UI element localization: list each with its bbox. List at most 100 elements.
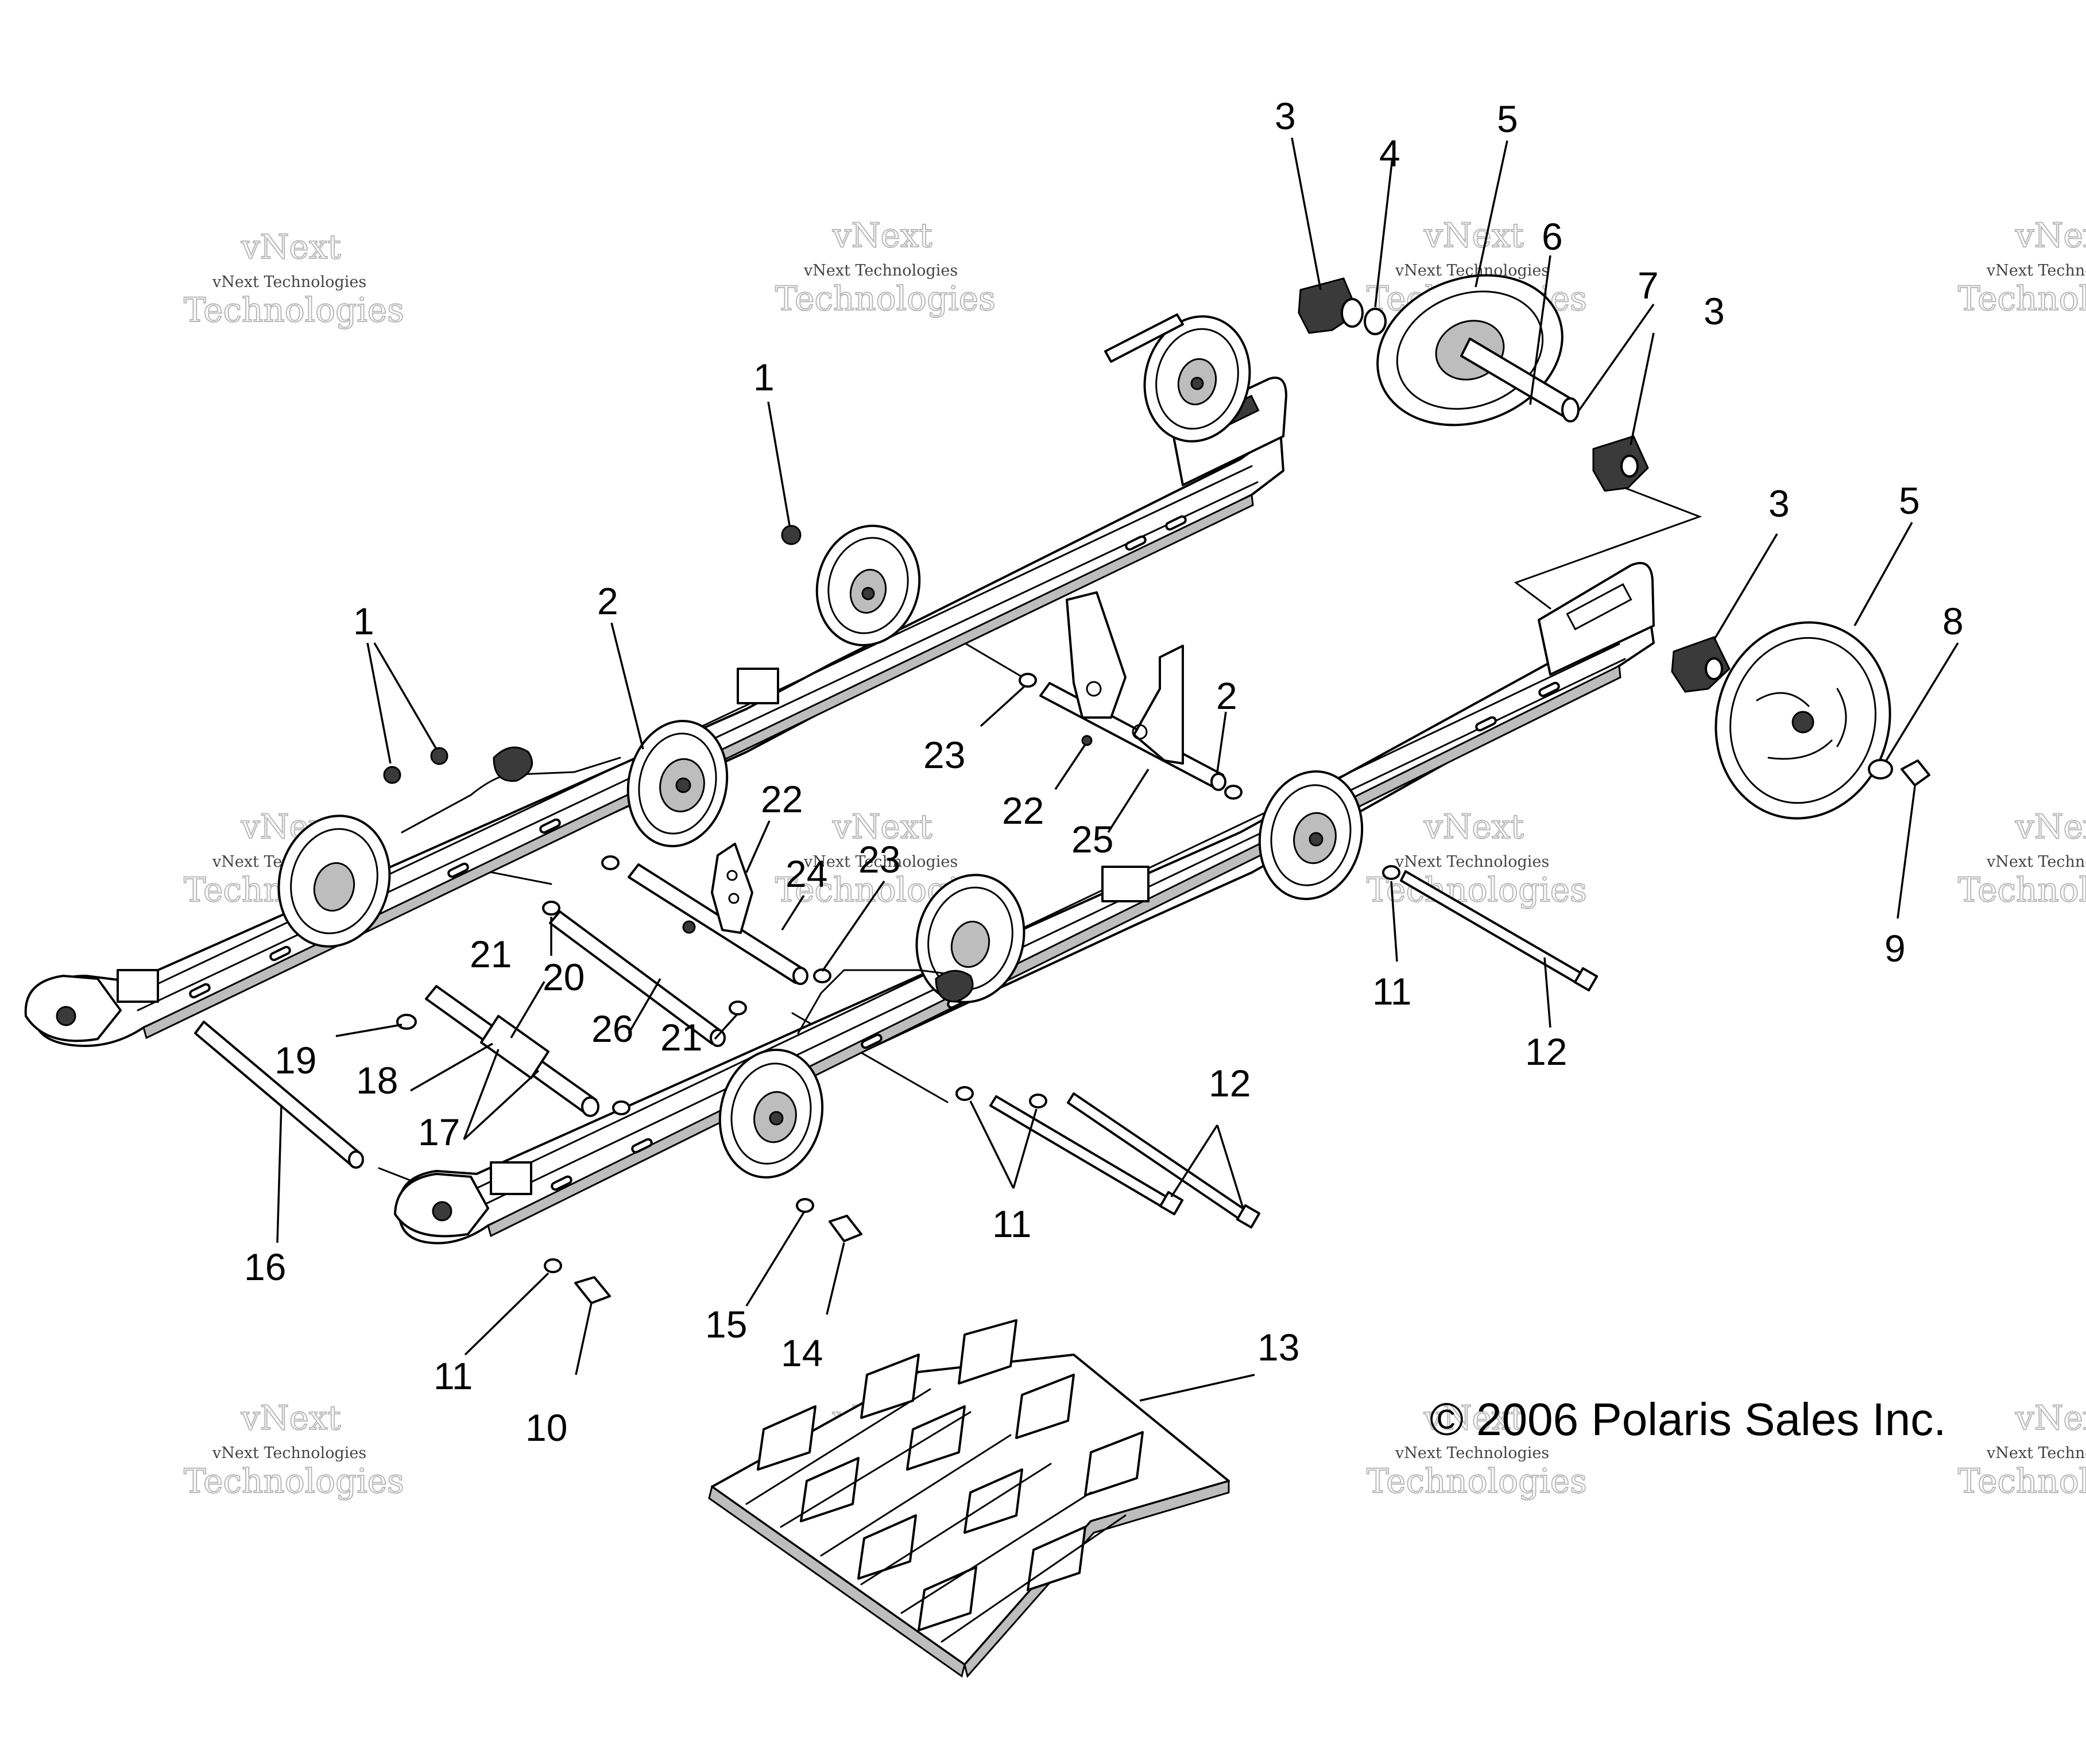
svg-text:vNext Technologies: vNext Technologies — [1986, 262, 2086, 280]
callout-25: 25 — [1071, 818, 1113, 860]
washer-23 — [1019, 673, 1037, 688]
callout-3: 3 — [1275, 95, 1296, 137]
left-rail-assembly — [24, 313, 1287, 1047]
left-rail-tip — [24, 975, 122, 1042]
callout-14: 14 — [781, 1332, 823, 1374]
svg-text:vNext Technologies: vNext Technologies — [1986, 1444, 2086, 1462]
callout-9: 9 — [1884, 927, 1906, 970]
bolt-14 — [829, 1215, 862, 1242]
idler-wheel — [1258, 770, 1364, 901]
washer — [612, 1100, 630, 1115]
left-rear-bracket — [1170, 377, 1287, 486]
adjuster-slot — [1566, 583, 1632, 631]
track-treads — [745, 1388, 1127, 1643]
svg-text:Technologies: Technologies — [1367, 870, 1587, 909]
callout-2: 2 — [1216, 674, 1237, 717]
callout-5: 5 — [1899, 479, 1920, 522]
bearing-cap-bore — [1705, 657, 1723, 680]
washer-11 — [955, 1086, 974, 1101]
callouts: 1 1 2 2 3 3 3 4 5 5 6 7 8 9 10 11 11 11 … — [244, 95, 1964, 1449]
svg-text:Technologies: Technologies — [184, 1461, 404, 1501]
svg-text:Technologies: Technologies — [1958, 1461, 2086, 1501]
callout-11: 11 — [434, 1355, 473, 1397]
washer-8 — [1868, 759, 1893, 780]
pivot-bracket-25 — [1066, 591, 1127, 719]
watermark: vNext Technologies vNext Technologies — [1957, 1398, 2086, 1501]
torsion-spring — [935, 970, 974, 1003]
svg-text:vNext: vNext — [2015, 1398, 2086, 1437]
bolt-10 — [574, 1276, 611, 1304]
watermark: vNext Technologies vNext Technologies — [183, 227, 405, 330]
callout-23: 23 — [858, 838, 900, 881]
rear-axle-components — [1298, 274, 1930, 820]
pivot-brackets — [682, 591, 1184, 934]
callout-17: 17 — [418, 1111, 460, 1153]
shaft-end — [348, 1150, 364, 1169]
callout-3: 3 — [1704, 290, 1725, 332]
idler-wheel — [815, 525, 921, 646]
rail-edge — [475, 643, 1620, 1189]
bolt-head — [1159, 1191, 1184, 1216]
watermark: vNext Technologies vNext Technologies — [1366, 1398, 1588, 1501]
copyright-notice: © 2006 Polaris Sales Inc. — [1430, 1394, 1946, 1445]
idler-wheel — [718, 1048, 824, 1179]
svg-text:vNext: vNext — [241, 1398, 341, 1437]
callout-23: 23 — [923, 734, 965, 776]
bolt-head — [1573, 967, 1599, 992]
watermark: vNext Technologies vNext Technologies — [1366, 807, 1588, 910]
bearing-cap-bore — [1341, 298, 1364, 328]
assembly-line — [1514, 487, 1702, 610]
shafts — [194, 622, 1599, 1229]
callout-2: 2 — [597, 580, 618, 622]
washer — [1224, 785, 1243, 800]
nut-1 — [430, 747, 448, 765]
svg-text:vNext: vNext — [1423, 807, 1524, 846]
washer-11 — [1029, 1094, 1047, 1108]
torsion-arm — [797, 969, 966, 1034]
callout-11: 11 — [1372, 970, 1412, 1013]
track-belt-underside — [708, 1485, 966, 1678]
svg-text:vNext Technologies: vNext Technologies — [212, 1444, 366, 1462]
callout-4: 4 — [1379, 132, 1400, 175]
callout-1: 1 — [353, 600, 374, 642]
pivot-bracket-22 — [711, 843, 753, 934]
callout-8: 8 — [1942, 600, 1964, 642]
callout-20: 20 — [543, 956, 585, 998]
bolt-9 — [1901, 759, 1930, 786]
bearing-cap-bore — [1620, 455, 1639, 478]
rail-block — [1101, 866, 1150, 902]
callout-22: 22 — [1002, 789, 1044, 832]
svg-text:Technologies: Technologies — [1958, 279, 2086, 318]
svg-text:vNext: vNext — [1423, 216, 1524, 255]
ring-4 — [1364, 308, 1387, 335]
svg-text:Technologies: Technologies — [184, 290, 404, 329]
svg-text:vNext: vNext — [1423, 1398, 1524, 1437]
washer-11 — [1382, 865, 1400, 880]
watermark: vNext Technologies vNext Technologies — [1957, 807, 2086, 910]
washer-23 — [813, 968, 831, 983]
washer-21 — [729, 1001, 747, 1015]
watermark: vNext Technologies vNext Technologies — [775, 215, 996, 319]
svg-text:vNext: vNext — [2015, 807, 2086, 846]
callout-10: 10 — [525, 1406, 567, 1449]
callout-7: 7 — [1638, 264, 1659, 307]
watermark: vNext Technologies vNext Technologies — [183, 1398, 405, 1501]
bracket-hole — [1132, 724, 1148, 740]
svg-text:vNext Technologies: vNext Technologies — [803, 262, 958, 280]
nut-1 — [781, 525, 802, 545]
nut-1 — [383, 766, 401, 784]
callout-5: 5 — [1497, 98, 1518, 140]
rail-edge — [481, 658, 1626, 1207]
idler-wheel — [277, 815, 391, 948]
washer-21 — [542, 901, 560, 916]
callout-13: 13 — [1257, 1326, 1299, 1368]
svg-text:vNext: vNext — [832, 807, 932, 846]
torsion-spring — [493, 746, 533, 782]
bracket-hole — [1086, 681, 1102, 697]
callout-3: 3 — [1768, 482, 1790, 525]
rail-block — [117, 969, 159, 1003]
svg-text:vNext: vNext — [832, 216, 932, 255]
washer-11 — [544, 1258, 562, 1273]
shaft-end — [792, 967, 808, 985]
bracket-hole — [728, 893, 740, 904]
